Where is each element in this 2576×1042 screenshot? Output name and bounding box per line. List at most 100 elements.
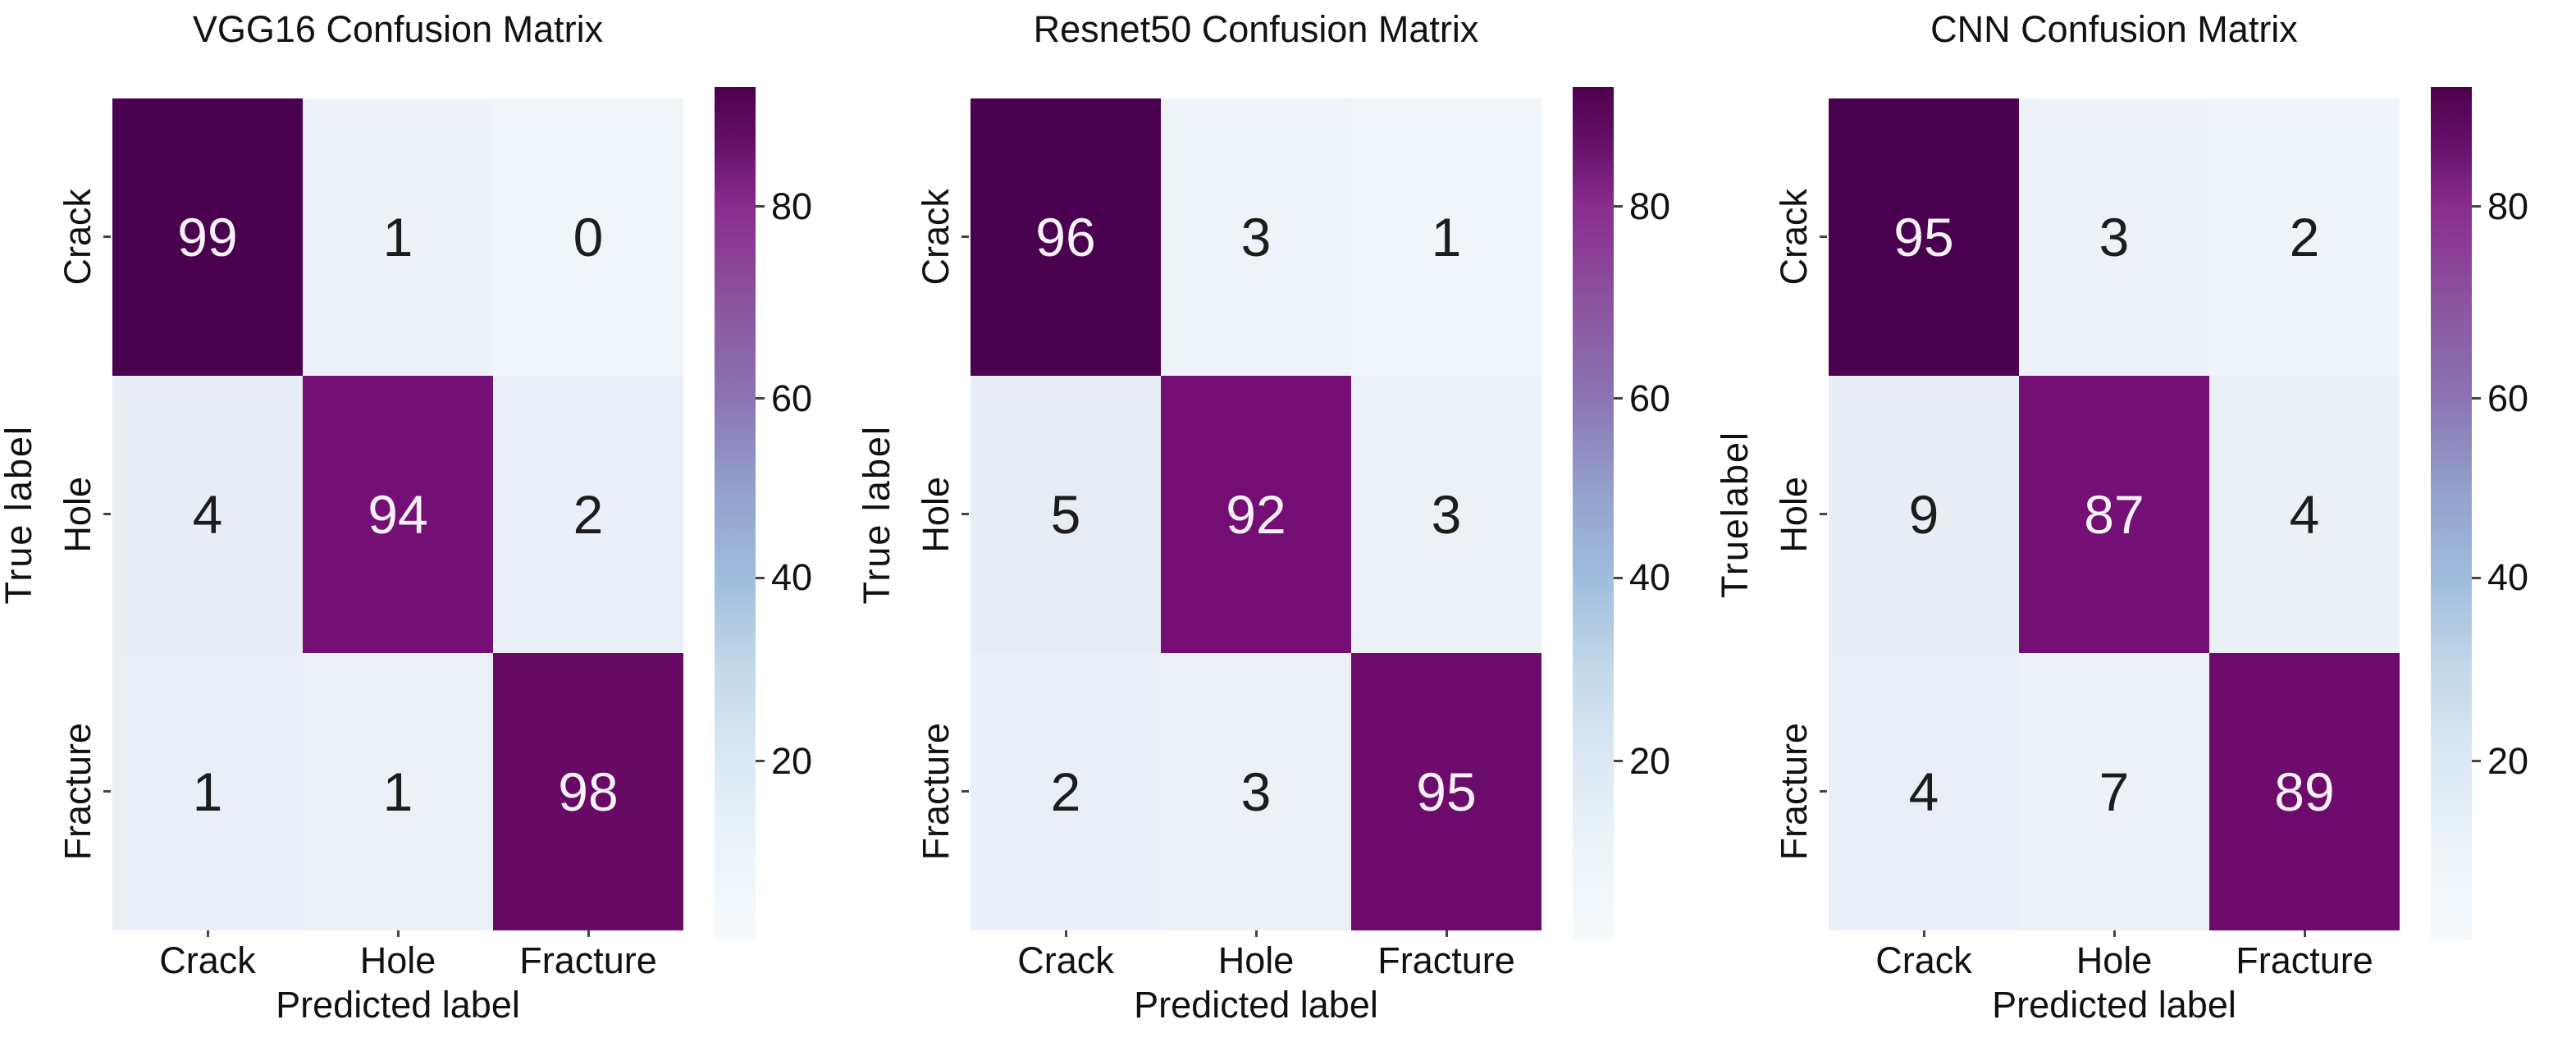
chart-title: VGG16 Confusion Matrix [192, 8, 604, 50]
colorbar-tick-label: 20 [1629, 739, 1671, 782]
heatmap-cell: 2 [971, 653, 1161, 930]
heatmap-cell: 4 [1829, 653, 2019, 930]
heatmap-cell: 92 [1161, 376, 1351, 653]
x-axis-tickmark [1446, 930, 1448, 937]
heatmap-cell: 4 [2209, 376, 2400, 653]
colorbar-tickmark [756, 760, 765, 763]
colorbar-tickmark [2472, 205, 2481, 208]
x-axis-label: Predicted label [1134, 984, 1378, 1026]
heatmap-cell: 3 [1351, 376, 1541, 653]
x-tick-labels: Crack Hole Fracture [971, 930, 1541, 982]
colorbar-gradient [1573, 87, 1614, 940]
y-axis-label: True label [855, 424, 897, 605]
y-tick-label: Fracture [895, 653, 971, 930]
colorbar-tick: 80 [2472, 185, 2528, 228]
y-tick-text: Hole [915, 476, 957, 553]
colorbar-tickmark [1614, 205, 1623, 208]
x-axis-tickmark [2113, 930, 2116, 937]
y-axis-tickmark [103, 235, 111, 238]
colorbar-tick-label: 60 [771, 377, 813, 419]
x-axis-tickmark [207, 930, 209, 937]
x-tick-text: Fracture [1377, 939, 1515, 981]
y-tick-text: Crack [57, 189, 98, 286]
colorbar-gradient [715, 87, 756, 940]
y-tick-text: Fracture [1773, 723, 1815, 861]
colorbar-tick: 60 [2472, 377, 2528, 420]
heatmap-cell: 9 [1829, 376, 2019, 653]
colorbar-tick-label: 80 [2487, 185, 2529, 227]
x-tick-label: Hole [303, 930, 493, 982]
heatmap-cell: 4 [112, 376, 303, 653]
colorbar-tickmark [1614, 576, 1623, 579]
y-axis-tickmark [961, 235, 969, 238]
heatmap-cell: 3 [1161, 653, 1351, 930]
colorbar-tick: 80 [756, 185, 812, 228]
y-tick-text: Hole [57, 476, 98, 553]
y-tick-label: Crack [37, 98, 112, 376]
x-tick-label: Crack [112, 930, 303, 982]
heatmap-cell: 3 [2019, 98, 2209, 376]
colorbar-tickmark [1614, 397, 1623, 400]
heatmap-cell: 3 [1161, 98, 1351, 376]
y-axis-label-wrap: Truelabel [1713, 98, 1756, 930]
x-tick-label: Fracture [2209, 930, 2400, 982]
y-tick-text: Fracture [915, 723, 957, 861]
x-tick-label: Crack [971, 930, 1161, 982]
colorbar-tick-label: 60 [2487, 377, 2529, 419]
colorbar-tick: 40 [1614, 556, 1670, 599]
colorbar-tickmark [2472, 760, 2481, 763]
colorbar-tick: 40 [756, 556, 812, 599]
heatmap-cell: 1 [1351, 98, 1541, 376]
colorbar-tick-label: 60 [1629, 377, 1671, 419]
colorbar-tickmark [1614, 760, 1623, 763]
y-axis-tickmark [103, 790, 111, 793]
heatmap-cell: 95 [1351, 653, 1541, 930]
y-axis-label-wrap: True label [0, 98, 39, 930]
colorbar-tickmark [756, 205, 765, 208]
heatmap-cell: 98 [493, 653, 683, 930]
y-axis-label-wrap: True label [855, 98, 897, 930]
colorbar-tick: 80 [1614, 185, 1670, 228]
confusion-matrix-panel: Resnet50 Confusion Matrix True label Cra… [855, 0, 1716, 1042]
chart-title: Resnet50 Confusion Matrix [1033, 8, 1479, 50]
heatmap-cell: 2 [2209, 98, 2400, 376]
colorbar-tick-label: 80 [771, 185, 813, 227]
x-axis-tickmark [397, 930, 400, 937]
x-tick-label: Hole [1161, 930, 1351, 982]
colorbar: 80 60 40 20 [1573, 87, 1704, 940]
x-axis-tickmark [1923, 930, 1925, 937]
chart-title: CNN Confusion Matrix [1930, 8, 2298, 50]
heatmap-cell: 99 [112, 98, 303, 376]
colorbar-tickmark [756, 397, 765, 400]
heatmap-cell: 5 [971, 376, 1161, 653]
x-tick-text: Crack [159, 939, 256, 981]
x-axis-tickmark [587, 930, 590, 937]
y-tick-label: Hole [37, 376, 112, 653]
colorbar-tick-label: 20 [771, 739, 813, 782]
x-tick-text: Hole [2076, 939, 2153, 981]
heatmap-cell: 95 [1829, 98, 2019, 376]
heatmap-cell: 1 [303, 98, 493, 376]
heatmap-cell: 94 [303, 376, 493, 653]
colorbar-tick: 40 [2472, 556, 2528, 599]
colorbar-tick-label: 80 [1629, 185, 1671, 227]
x-axis-label: Predicted label [1992, 984, 2236, 1026]
colorbar-tick: 20 [1614, 740, 1670, 783]
x-tick-label: Hole [2019, 930, 2209, 982]
x-tick-text: Crack [1017, 939, 1114, 981]
y-tick-text: Fracture [57, 723, 98, 861]
colorbar-tick-label: 40 [771, 556, 813, 598]
x-axis-tickmark [2304, 930, 2306, 937]
y-axis-tickmark [961, 790, 969, 793]
colorbar-tick-label: 20 [2487, 739, 2529, 782]
y-axis-label: Truelabel [1713, 431, 1756, 598]
colorbar: 80 60 40 20 [2431, 87, 2562, 940]
colorbar-tick: 20 [2472, 740, 2528, 783]
